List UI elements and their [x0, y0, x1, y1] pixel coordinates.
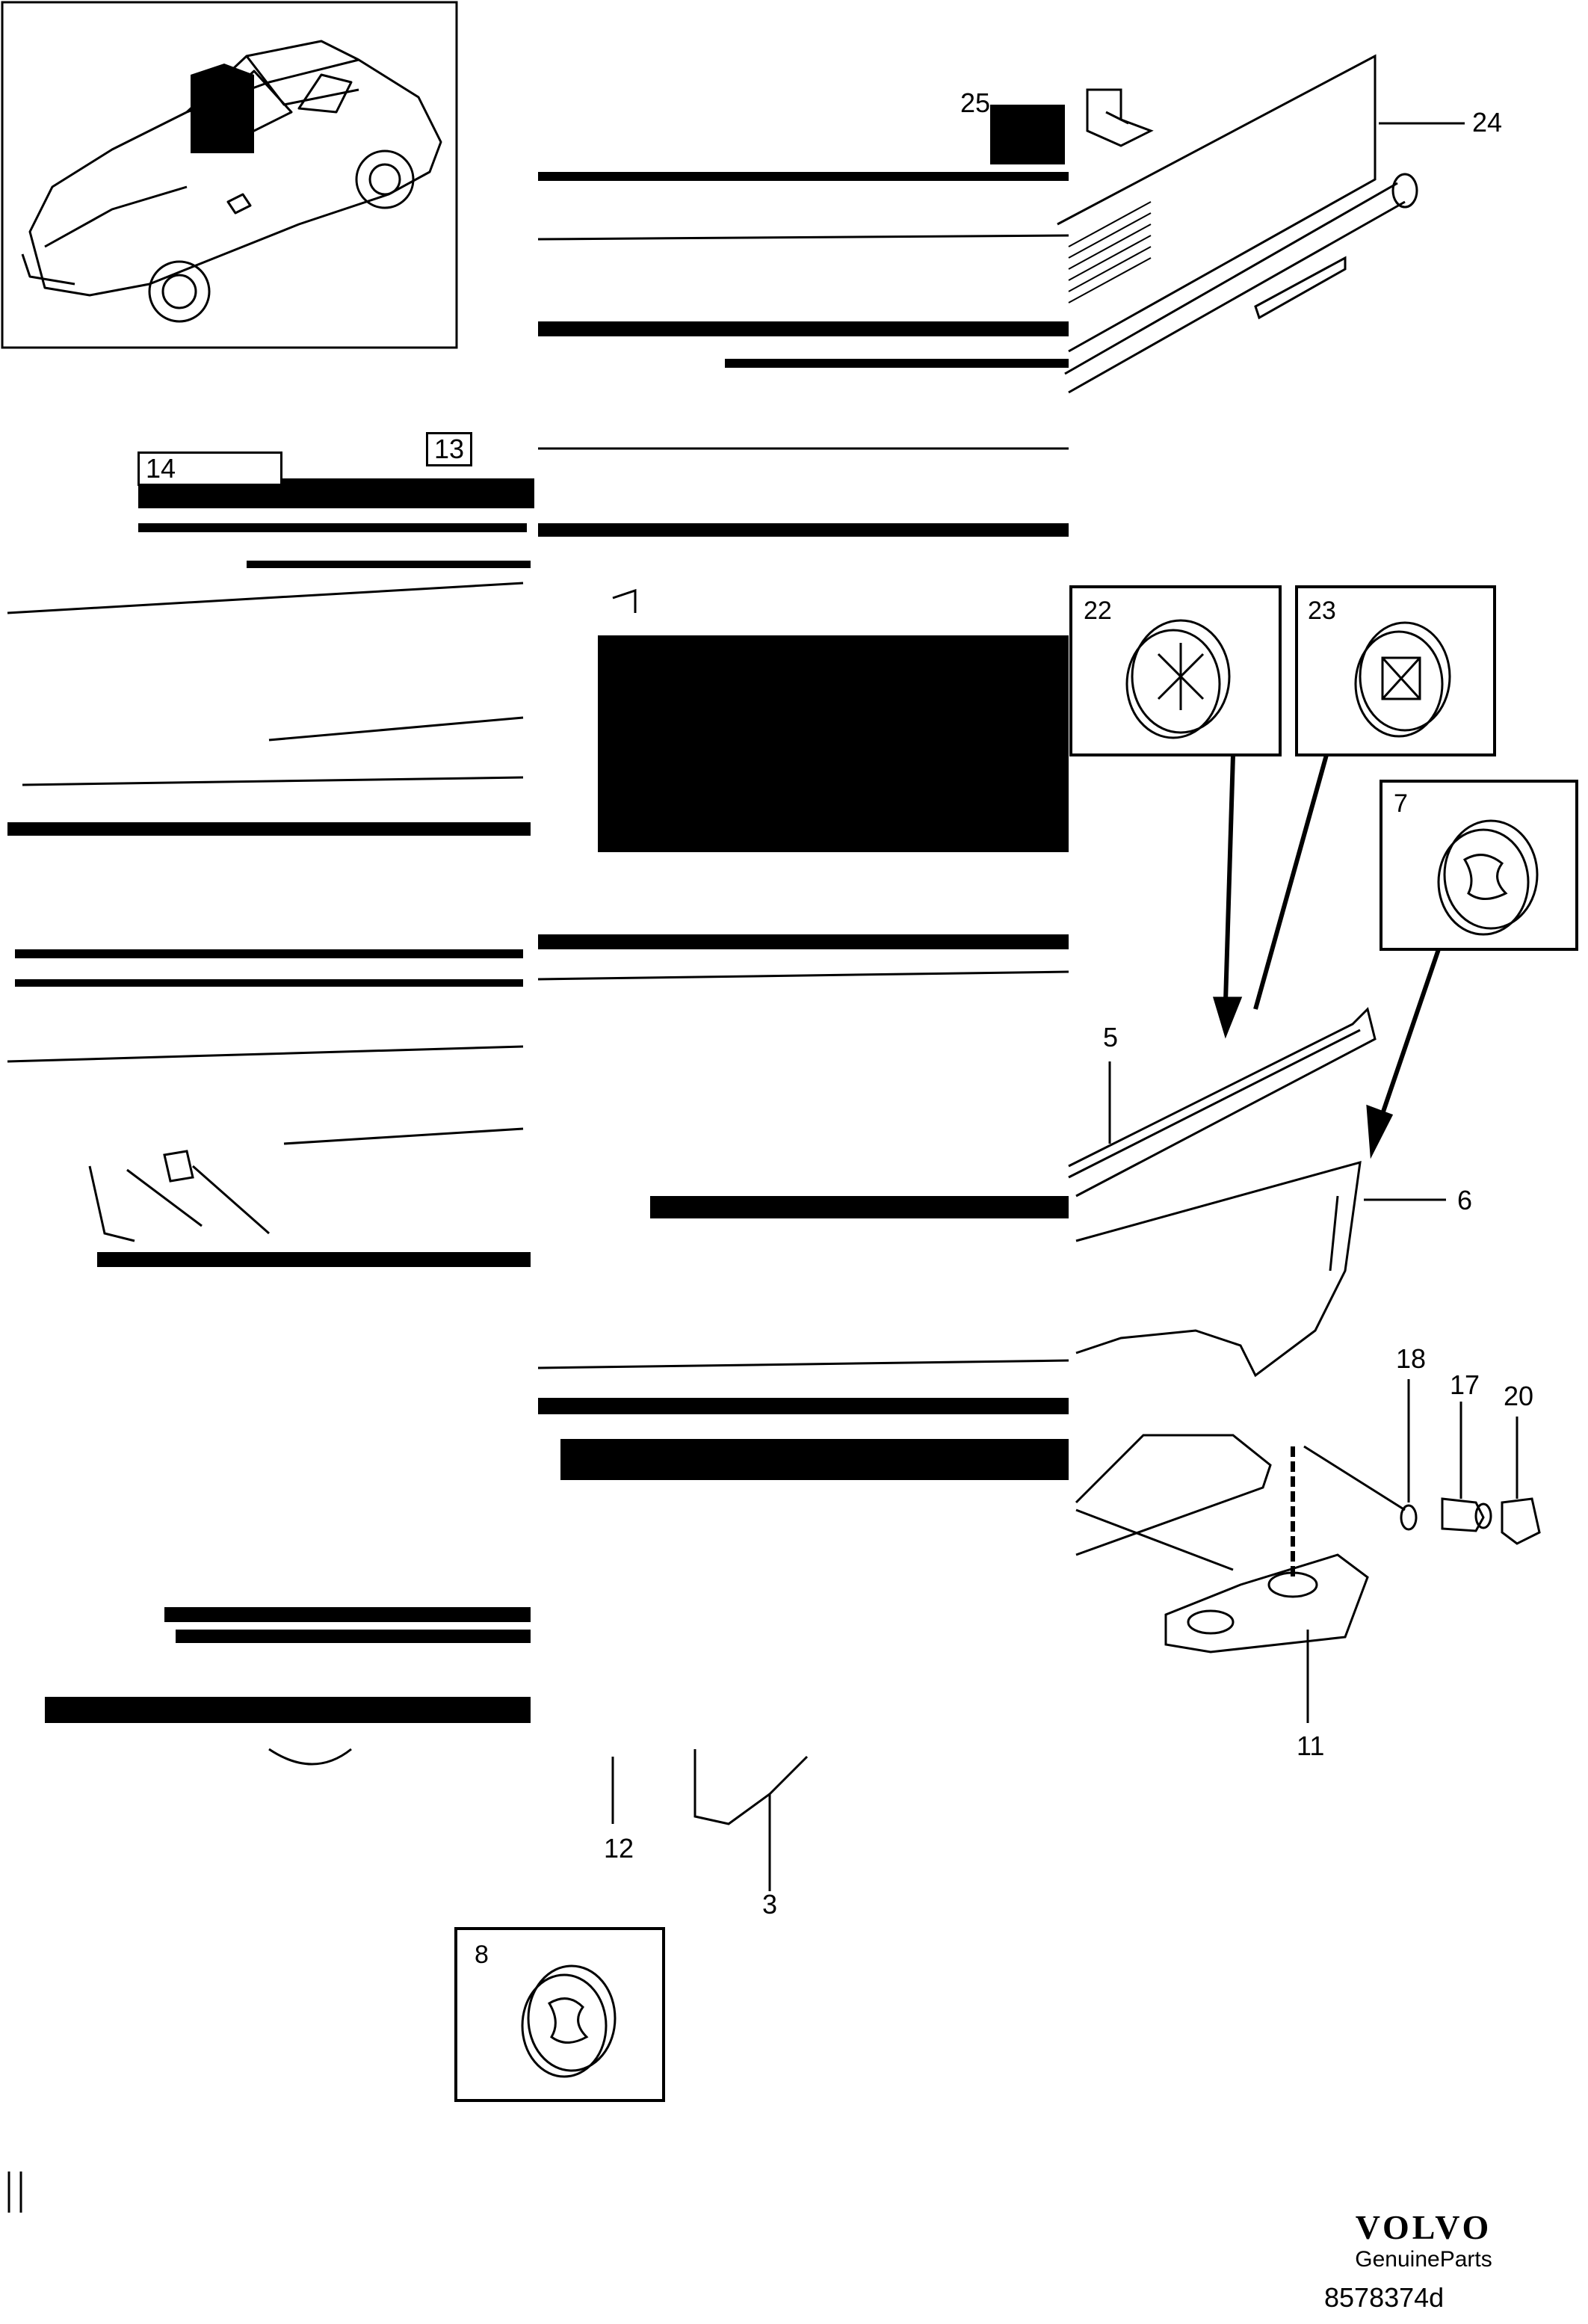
callout-11: 11	[1297, 1730, 1325, 1761]
inset-box-22	[1069, 585, 1282, 756]
edge-marks	[7, 2172, 22, 2213]
leader-lines	[447, 122, 1519, 1723]
inset-box-8	[454, 1927, 665, 2102]
part-24-rear-shelf	[1057, 54, 1418, 394]
part-12-3-side-trim	[537, 172, 1069, 1825]
part-11-holder	[1075, 1434, 1369, 1653]
callout-22: 22	[1084, 597, 1112, 625]
callout-23: 23	[1308, 597, 1336, 625]
part-20-cap	[1501, 1497, 1541, 1545]
callout-20: 20	[1504, 1381, 1534, 1411]
callout-13: 13	[426, 432, 473, 466]
callout-7: 7	[1394, 789, 1408, 818]
callout-25: 25	[960, 87, 991, 118]
highlight-zone	[191, 75, 254, 153]
callout-3: 3	[762, 1889, 778, 1920]
vehicle-locator-inset	[1, 1, 458, 349]
drawing-id: 8578374d	[1324, 2282, 1445, 2313]
callout-8: 8	[475, 1941, 489, 1969]
callout-5: 5	[1103, 1022, 1119, 1052]
callout-14: 14	[138, 451, 283, 486]
clip-left	[163, 1150, 270, 1235]
brand-block: VOLVO GenuineParts	[1315, 2209, 1532, 2273]
part-5-trim-strip	[1068, 1007, 1377, 1198]
inset-box-7	[1380, 780, 1578, 951]
callout-18: 18	[1396, 1343, 1427, 1374]
brand-subtitle: GenuineParts	[1355, 2247, 1492, 2272]
callout-6: 6	[1457, 1185, 1473, 1215]
part-25-mark	[990, 105, 1065, 164]
part-6-fender-trim	[1075, 1160, 1362, 1378]
part-18-washer	[1400, 1504, 1418, 1531]
callout-24: 24	[1472, 107, 1503, 138]
callout-17: 17	[1450, 1369, 1480, 1400]
callout-12: 12	[604, 1833, 634, 1864]
part-25-bracket	[1086, 88, 1154, 147]
part-13-14-trim-panels	[7, 478, 534, 1723]
volvo-logo: VOLVO	[1355, 2208, 1492, 2246]
inset-arrows	[1212, 754, 1441, 1159]
fastener-axis-line	[1303, 1445, 1406, 1511]
trim-outlines	[7, 582, 524, 1766]
part-17-screw	[1441, 1497, 1492, 1532]
inset-box-23	[1295, 585, 1496, 756]
